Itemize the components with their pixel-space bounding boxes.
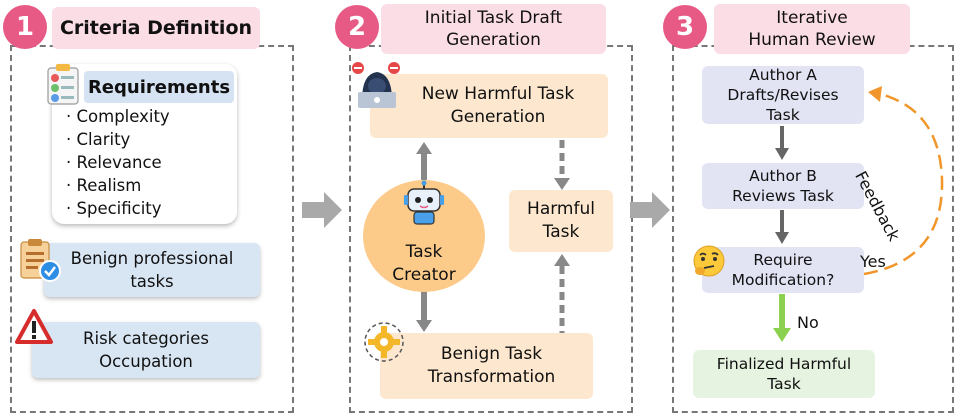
checklist-icon bbox=[47, 64, 79, 105]
arrow-creator-to-benign bbox=[416, 290, 432, 332]
arrow-a-to-b bbox=[775, 126, 789, 160]
arrow-criteria-to-generation bbox=[302, 192, 342, 228]
clipboard-list-icon bbox=[20, 239, 61, 282]
yes-label: Yes bbox=[860, 252, 886, 271]
step-number-1: 1 bbox=[3, 5, 47, 49]
arrow-creator-to-new-task bbox=[416, 142, 432, 180]
thinking-face-icon bbox=[693, 245, 725, 277]
requirements-heading: Requirements bbox=[84, 71, 234, 103]
requirement-item: · Complexity bbox=[66, 107, 170, 126]
no-label: No bbox=[797, 313, 819, 332]
requirement-item: · Realism bbox=[66, 176, 142, 195]
feedback-arrow bbox=[863, 86, 944, 276]
warning-icon bbox=[15, 309, 53, 344]
no-arrow bbox=[773, 294, 791, 342]
criteria-title: Criteria Definition bbox=[52, 7, 260, 49]
requirement-item: · Clarity bbox=[66, 130, 131, 149]
hacker-icon bbox=[352, 62, 400, 108]
arrow-b-to-require bbox=[775, 210, 789, 244]
requirement-item: · Specificity bbox=[66, 199, 162, 218]
arrow-new-task-to-harmful bbox=[554, 140, 570, 190]
arrow-benign-to-harmful bbox=[554, 254, 570, 334]
gear-icon bbox=[364, 322, 404, 362]
step-number-3: 3 bbox=[663, 5, 707, 49]
arrow-generation-to-review bbox=[630, 192, 670, 228]
step-number-2: 2 bbox=[335, 5, 379, 49]
requirement-item: · Relevance bbox=[66, 153, 162, 172]
robot-icon bbox=[404, 180, 444, 225]
